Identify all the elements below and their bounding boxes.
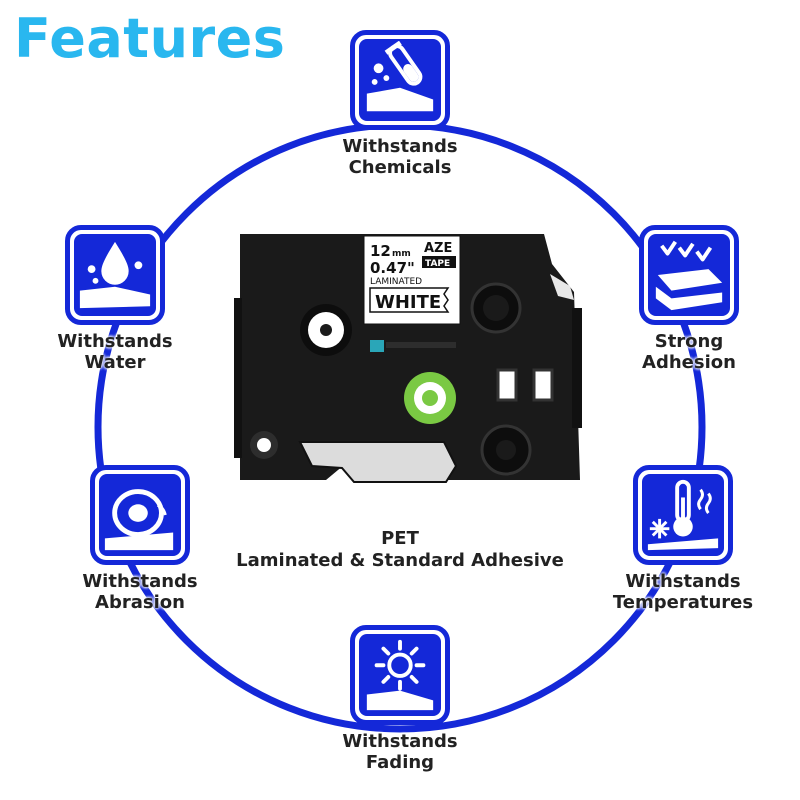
feature-abrasion: Withstands Abrasion bbox=[45, 465, 235, 613]
sun-icon bbox=[366, 639, 434, 711]
caption-line1: PET bbox=[381, 528, 419, 549]
tape-size-in: 0.47" bbox=[370, 259, 415, 277]
tape-size-mm: 12 bbox=[370, 242, 391, 260]
adhesion-icon bbox=[655, 240, 723, 311]
feature-water: Withstands Water bbox=[20, 225, 210, 373]
water-badge bbox=[65, 225, 165, 325]
page-title: Features bbox=[14, 7, 286, 70]
tape-color-name: WHITE bbox=[375, 292, 441, 313]
test-tube-icon bbox=[366, 41, 434, 112]
feature-label: Withstands Temperatures bbox=[612, 571, 754, 613]
tape-size-mm-unit: mm bbox=[392, 249, 411, 259]
feature-label: Withstands Fading bbox=[342, 731, 458, 773]
feature-label: Withstands Chemicals bbox=[342, 136, 458, 178]
feature-adhesion: Strong Adhesion bbox=[594, 225, 784, 373]
tape-type: LAMINATED bbox=[370, 277, 422, 287]
material-caption: PET Laminated & Standard Adhesive bbox=[200, 528, 600, 572]
adhesion-badge bbox=[639, 225, 739, 325]
tape-brand-bottom: TAPE bbox=[425, 259, 450, 269]
feature-fading: Withstands Fading bbox=[305, 625, 495, 773]
temperatures-badge bbox=[633, 465, 733, 565]
water-drop-icon bbox=[79, 241, 151, 309]
caption-line2: Laminated & Standard Adhesive bbox=[236, 550, 564, 571]
feature-label: Withstands Abrasion bbox=[82, 571, 198, 613]
thermometer-icon bbox=[647, 479, 719, 551]
feature-temperatures: Withstands Temperatures bbox=[588, 465, 778, 613]
fading-badge bbox=[350, 625, 450, 725]
tape-cassette: 12 mm 0.47" AZE TAPE LAMINATED WHITE bbox=[234, 234, 582, 483]
tape-roll-icon bbox=[104, 489, 174, 551]
feature-chemicals: Withstands Chemicals bbox=[305, 30, 495, 178]
abrasion-badge bbox=[90, 465, 190, 565]
feature-label: Withstands Water bbox=[57, 331, 173, 373]
feature-label: Strong Adhesion bbox=[642, 331, 736, 373]
chemicals-badge bbox=[350, 30, 450, 130]
tape-brand-top: AZE bbox=[424, 241, 452, 256]
